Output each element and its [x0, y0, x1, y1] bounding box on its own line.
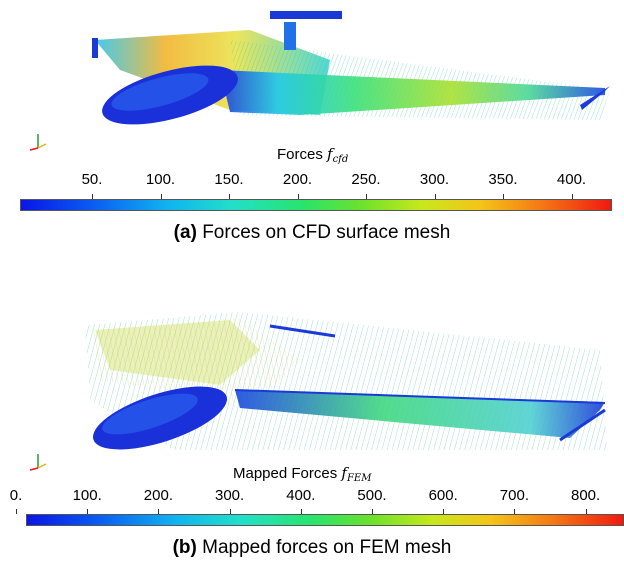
caption-label: (b): [172, 537, 197, 558]
figure-caption: (b) Mapped forces on FEM mesh: [0, 537, 624, 559]
colorbar-tick-mark: [87, 509, 89, 514]
caption-text: Forces on CFD surface mesh: [202, 222, 451, 243]
colorbar: [26, 514, 624, 526]
colorbar-tick-mark: [229, 194, 230, 199]
cfd-horizontal-tail: [270, 11, 342, 19]
fem-wing-surface: [235, 390, 605, 438]
colorbar-tick-label: 50.: [81, 171, 103, 188]
colorbar-tick-label: 800.: [570, 487, 601, 504]
colorbar-tick-mark: [297, 194, 299, 199]
colorbar-tick-label: 350.: [488, 171, 518, 188]
cfd-wing-right-surface: [220, 70, 605, 115]
colorbar-tick-label: 300.: [419, 171, 450, 188]
fem-aircraft-visualization: [85, 312, 608, 450]
panel-a: Forces fcfd 50. 100. 150. 200. 250. 300. 350. 4…: [0, 0, 624, 250]
colorbar-tick-label: 400.: [286, 487, 316, 504]
colorbar-tick-label: 700.: [499, 487, 529, 504]
colorbar-tick-mark: [158, 509, 160, 514]
colorbar-tick-label: 100.: [145, 171, 176, 188]
cfd-wingtip: [580, 86, 610, 110]
colorbar: [20, 199, 612, 211]
colorbar-tick-mark: [443, 509, 445, 514]
colorbar-tick-mark: [16, 509, 17, 514]
axes-triad-icon: [29, 134, 47, 151]
colorbar-tick-label: 150.: [214, 171, 244, 188]
colorbar-tick-label: 200.: [143, 487, 173, 504]
colorbar-tick-mark: [160, 194, 162, 199]
colorbar-tick-label: 250.: [351, 171, 381, 188]
colorbar-tick-label: 400.: [556, 171, 587, 188]
colorbar-tick-label: 300.: [214, 487, 245, 504]
caption-text: Mapped forces on FEM mesh: [202, 537, 452, 558]
colorbar-tick-mark: [372, 509, 373, 514]
axes-triad-icon: [29, 454, 47, 471]
colorbar-tick-mark: [571, 194, 573, 199]
colorbar-tick-mark: [585, 509, 587, 514]
cfd-aircraft-visualization: [92, 11, 610, 125]
caption-label: (a): [173, 222, 197, 243]
colorbar-tick-label: 500.: [357, 487, 387, 504]
colorbar-tick-mark: [514, 509, 516, 514]
colorbar-tick-mark: [366, 194, 367, 199]
fem-tail: [269, 324, 336, 338]
colorbar-tick-mark: [503, 194, 504, 199]
colorbar-tick-label: 0.: [9, 487, 23, 504]
colorbar-tick-mark: [92, 194, 93, 199]
colorbar-tick-label: 100.: [72, 487, 102, 504]
colorbar-tick-label: 600.: [428, 487, 458, 504]
colorbar-tick-mark: [434, 194, 436, 199]
colorbar-tick-label: 200.: [282, 171, 313, 188]
colorbar-tick-mark: [229, 509, 231, 514]
cfd-vertical-tail: [284, 22, 296, 50]
colorbar-title: Forces fcfd: [277, 145, 349, 165]
panel-b: Mapped Forces fFEM 0. 100. 200. 300. 400. 500…: [0, 290, 624, 565]
colorbar-title: Mapped Forces fFEM: [233, 464, 372, 484]
figure-caption: (a) Forces on CFD surface mesh: [0, 222, 624, 244]
colorbar-tick-mark: [300, 509, 302, 514]
